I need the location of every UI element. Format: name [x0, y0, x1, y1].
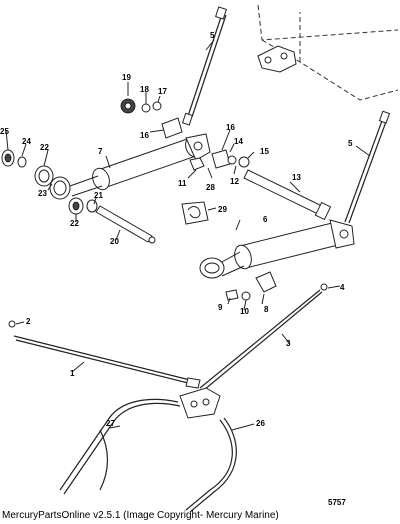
callout-7: 7 [98, 147, 103, 156]
fitting-parts-right [189, 149, 250, 171]
callout-22-lower: 22 [70, 219, 79, 228]
callout-8: 8 [264, 305, 269, 314]
callout-5-right: 5 [348, 139, 353, 148]
callout-17: 17 [158, 87, 167, 96]
callout-15: 15 [260, 147, 269, 156]
mounting-bracket-outline [257, 4, 399, 101]
callout-12: 12 [230, 177, 239, 186]
callout-leaders [5, 39, 371, 431]
callout-1: 1 [70, 369, 75, 378]
callout-23: 23 [38, 189, 47, 198]
callout-2: 2 [26, 317, 31, 326]
steering-tube-3 [199, 283, 328, 391]
callout-3: 3 [286, 339, 291, 348]
callout-19: 19 [122, 73, 131, 82]
callout-16-left: 16 [140, 131, 149, 140]
callout-18: 18 [140, 85, 149, 94]
callout-5-upper: 5 [210, 31, 215, 40]
hydraulic-hose-upper [181, 6, 227, 126]
callout-29: 29 [218, 205, 227, 214]
steering-cylinder-lower [199, 219, 355, 279]
copyright-footer: MercuryPartsOnline v2.5.1 (Image Copyrig… [2, 510, 279, 521]
diagram-number: 5757 [328, 498, 346, 507]
steering-tube-1 [8, 320, 201, 389]
piston-rod-20 [95, 205, 156, 244]
callout-26: 26 [256, 419, 265, 428]
mounting-bracket-part [257, 45, 297, 73]
callout-13: 13 [292, 173, 301, 182]
callout-9: 9 [218, 303, 223, 312]
callout-4: 4 [340, 283, 345, 292]
steering-cylinder-upper [69, 133, 211, 197]
seal-kit-left [1, 149, 98, 215]
callout-27: 27 [106, 419, 115, 428]
hydraulic-hose-right [344, 110, 391, 224]
piston-rod-13 [243, 169, 332, 221]
callout-22-upper: 22 [40, 143, 49, 152]
callout-10: 10 [240, 307, 249, 316]
fittings-lower [225, 271, 277, 301]
callout-20: 20 [110, 237, 119, 246]
callout-14: 14 [234, 137, 243, 146]
callout-16-right: 16 [226, 123, 235, 132]
callout-25: 25 [0, 127, 9, 136]
retaining-clip-29 [181, 201, 209, 225]
callout-28: 28 [206, 183, 215, 192]
lower-manifold-assembly [59, 387, 237, 513]
callout-24: 24 [22, 137, 31, 146]
callout-21: 21 [94, 191, 103, 200]
callout-11: 11 [178, 179, 187, 188]
callout-6: 6 [263, 215, 268, 224]
fitting-parts-upper [120, 98, 183, 139]
